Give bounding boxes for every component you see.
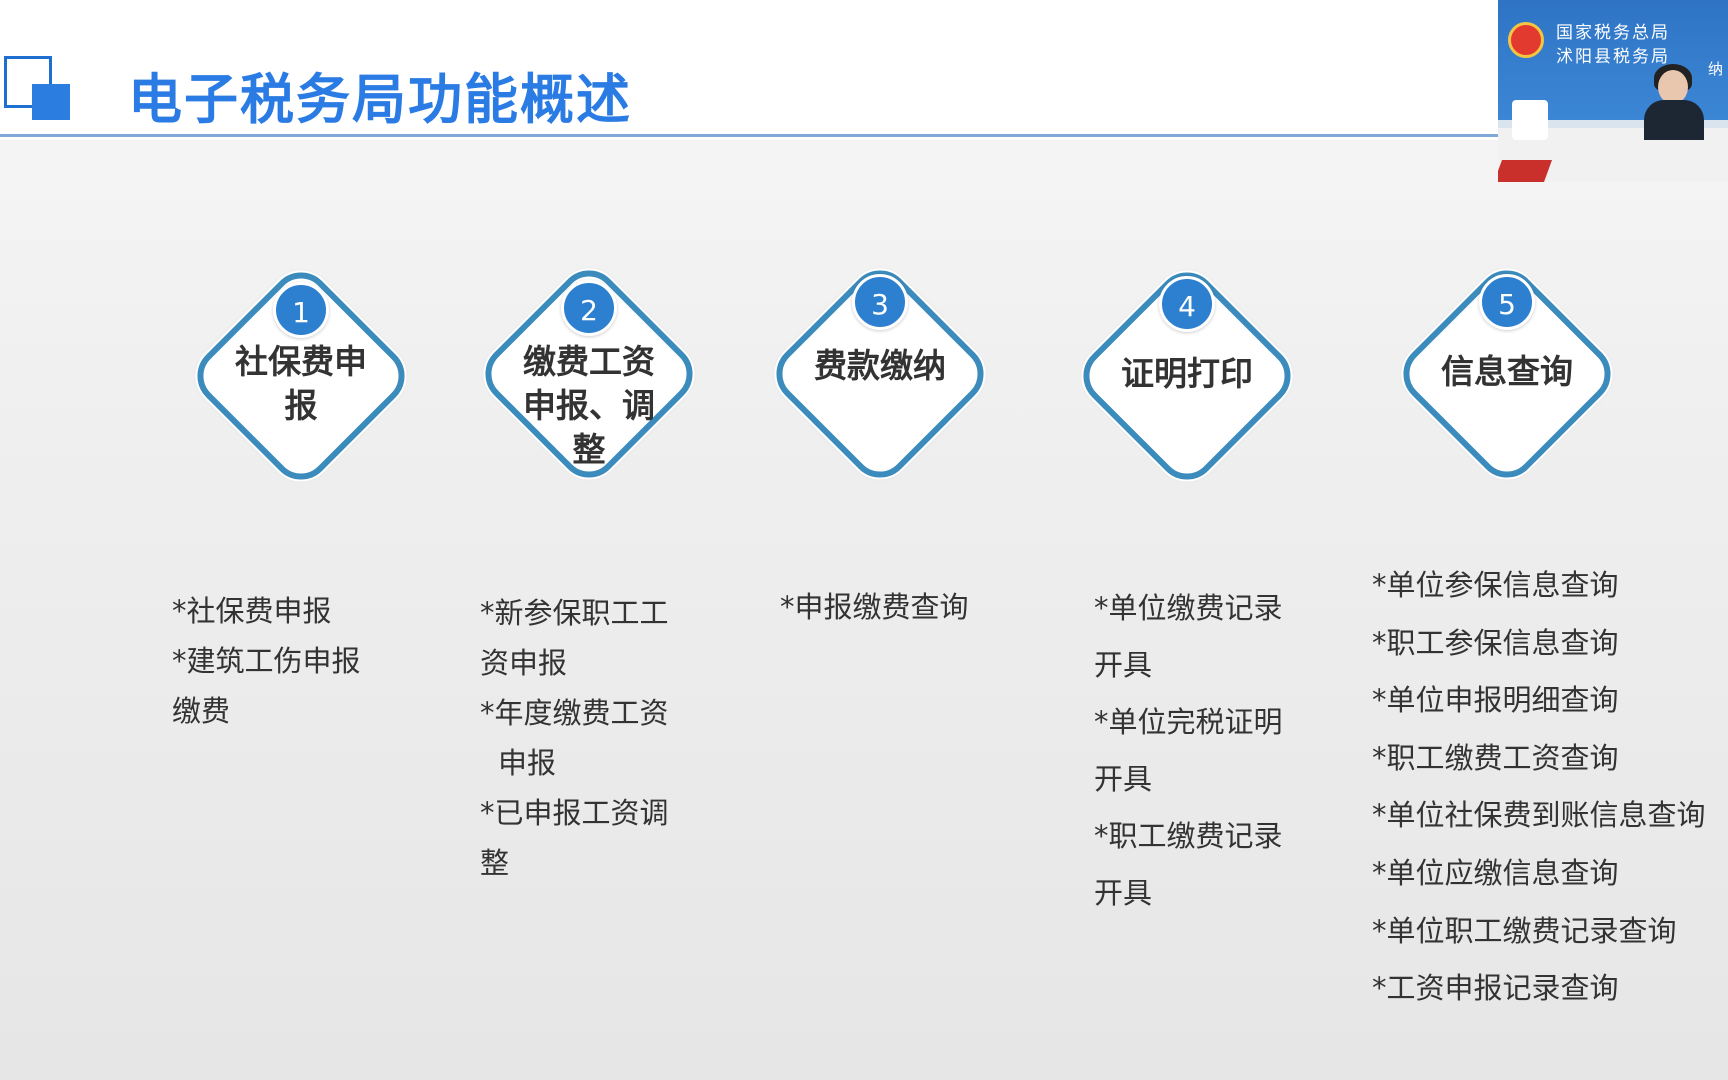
list-item: *单位完税证明 — [1094, 705, 1283, 739]
step-label-line: 申报、调 — [523, 386, 655, 425]
step-label-line: 整 — [572, 430, 606, 469]
step-number-badge: 5 — [1479, 274, 1535, 330]
list-item: *已申报工资调 — [480, 796, 669, 830]
list-item: *工资申报记录查询 — [1372, 971, 1619, 1006]
list-item: *建筑工伤申报 — [172, 644, 361, 678]
step-2: 2 缴费工资 申报、调 整 — [469, 254, 709, 494]
step-label-line: 社保费申 — [235, 342, 367, 381]
step-label-line: 报 — [284, 386, 318, 425]
items-column-5: *单位参保信息查询 *职工参保信息查询 *单位申报明细查询 *职工缴费工资查询 … — [1372, 557, 1728, 1018]
list-item: *单位缴费记录 — [1094, 591, 1283, 625]
list-item: *年度缴费工资 — [480, 696, 669, 730]
video-banner-line1: 国家税务总局 — [1556, 23, 1670, 43]
presenter-body — [1644, 100, 1704, 140]
items-column-4: *单位缴费记录 开具 *单位完税证明 开具 *职工缴费记录 开具 — [1094, 580, 1283, 922]
list-item: *职工缴费记录 — [1094, 819, 1283, 853]
list-item: *单位申报明细查询 — [1372, 683, 1619, 718]
video-nameplate — [1512, 100, 1548, 140]
list-item: *新参保职工工 — [480, 596, 669, 630]
tax-emblem-icon — [1508, 22, 1544, 58]
slide-header — [0, 0, 1728, 140]
step-label: 社保费申 报 — [191, 340, 411, 428]
items-column-2: *新参保职工工 资申报 *年度缴费工资 申报 *已申报工资调 整 — [480, 588, 669, 888]
logo-filled-square — [32, 84, 70, 120]
list-item: 资申报 — [480, 646, 568, 680]
items-column-1: *社保费申报 *建筑工伤申报 缴费 — [172, 586, 361, 736]
list-item: *职工缴费工资查询 — [1372, 740, 1619, 775]
list-item: 开具 — [1094, 876, 1153, 910]
step-number-badge: 1 — [273, 282, 329, 338]
step-label-line: 费款缴纳 — [814, 346, 946, 385]
title-divider — [0, 134, 1500, 137]
step-number-badge: 3 — [852, 274, 908, 330]
list-item: *单位参保信息查询 — [1372, 568, 1619, 602]
step-label-line: 信息查询 — [1441, 352, 1573, 391]
list-item: *单位职工缴费记录查询 — [1372, 913, 1677, 948]
list-item: 申报 — [498, 746, 557, 780]
step-label: 证明打印 — [1077, 352, 1297, 396]
step-label: 缴费工资 申报、调 整 — [479, 340, 699, 472]
list-item: 开具 — [1094, 648, 1153, 682]
step-3: 3 费款缴纳 — [760, 254, 1000, 494]
video-red-logo — [1498, 160, 1553, 182]
step-label: 信息查询 — [1397, 350, 1617, 394]
step-label-line: 缴费工资 — [523, 342, 655, 381]
items-column-3: *申报缴费查询 — [780, 582, 969, 632]
presenter-video[interactable]: 国家税务总局 沭阳县税务局 纳 — [1498, 0, 1728, 182]
presenter-head — [1658, 70, 1688, 104]
list-item: *申报缴费查询 — [780, 590, 969, 624]
list-item: 缴费 — [172, 694, 231, 728]
list-item: *职工参保信息查询 — [1372, 625, 1619, 660]
video-banner-line2: 沭阳县税务局 — [1556, 47, 1670, 67]
page-title: 电子税务局功能概述 — [128, 68, 632, 131]
step-5: 5 信息查询 — [1387, 254, 1627, 494]
step-4: 4 证明打印 — [1067, 256, 1307, 496]
list-item: 整 — [480, 846, 510, 880]
step-1: 1 社保费申 报 — [181, 256, 421, 496]
list-item: 开具 — [1094, 762, 1153, 796]
step-label-line: 证明打印 — [1121, 354, 1253, 393]
video-banner-edge-text: 纳 — [1708, 60, 1724, 78]
list-item: *社保费申报 — [172, 594, 332, 628]
step-number-badge: 4 — [1159, 276, 1215, 332]
step-label: 费款缴纳 — [770, 344, 990, 388]
step-number-badge: 2 — [561, 280, 617, 336]
list-item: *单位应缴信息查询 — [1372, 855, 1619, 890]
list-item: *单位社保费到账信息查询 — [1372, 798, 1706, 833]
